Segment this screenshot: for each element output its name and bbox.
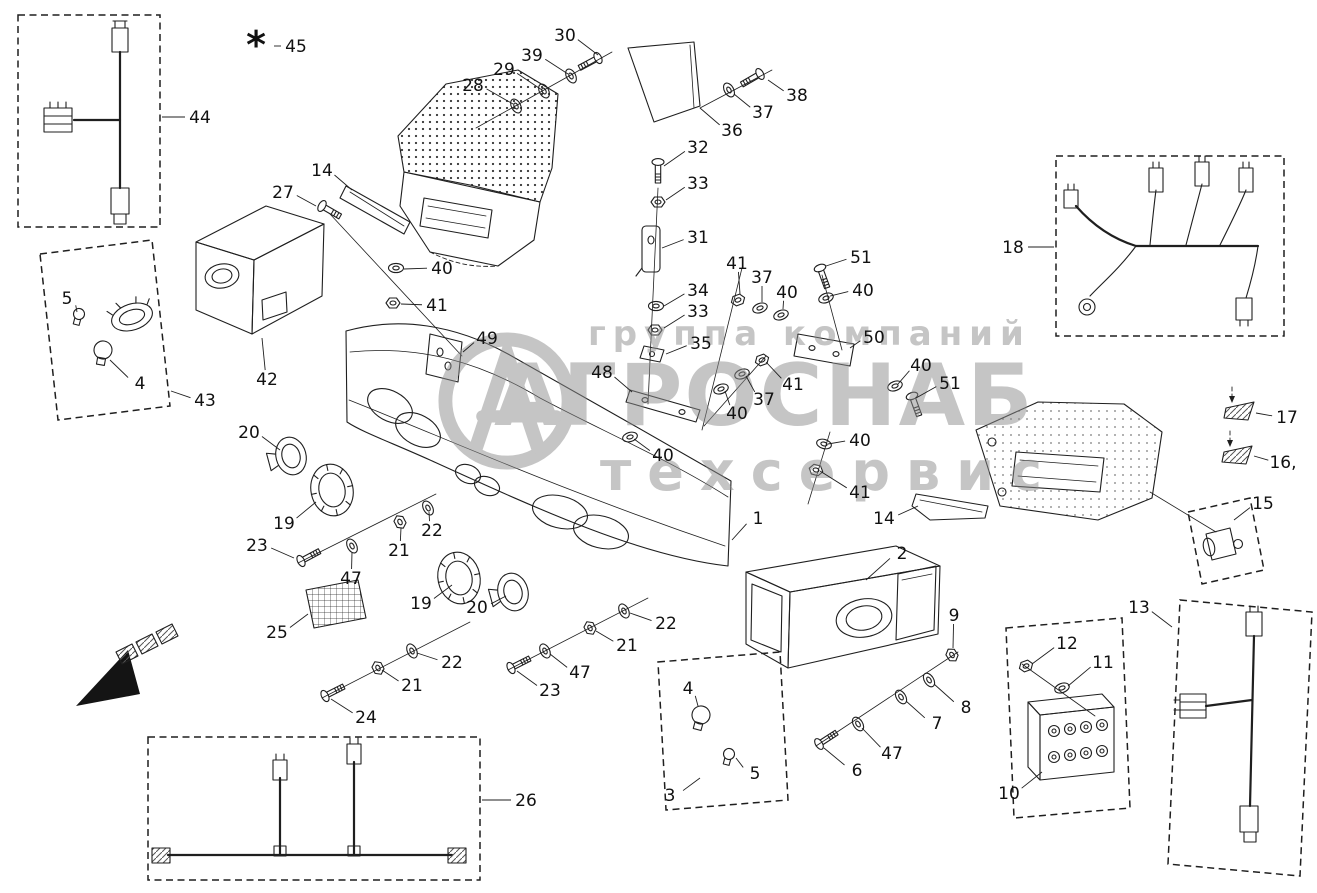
box-10: [1005, 617, 1131, 819]
part-14-bracket-left: [315, 185, 463, 357]
part-2-housing: [745, 545, 941, 669]
box-15: [1187, 497, 1265, 585]
box-26: [147, 736, 481, 881]
part-10-relay-block: [1017, 658, 1115, 781]
hood-panel-top: [397, 69, 559, 267]
fastener-chain-c: [504, 597, 649, 676]
fasteners-upper-right: [621, 262, 926, 505]
part-35-clip: [639, 345, 665, 363]
part-42-housing: [195, 205, 325, 335]
part-48-bracket: [625, 389, 701, 423]
part-44-cable: [43, 20, 130, 225]
part-43-lamp-bulbs: [70, 296, 153, 367]
box-44: [17, 14, 161, 228]
part-50-bracket: [793, 333, 855, 367]
fastener-chain-a: [294, 493, 437, 569]
part-18-harness: [1063, 155, 1260, 327]
part-16-wedge: [1221, 427, 1253, 465]
part-31-bracket: [641, 225, 661, 273]
fastener-chain-b: [318, 621, 471, 704]
asterisk-mark: *: [246, 23, 266, 67]
part-15-bulb: [1202, 527, 1244, 561]
part-14-bracket-right: [911, 493, 989, 521]
fasteners-31-35: [635, 158, 666, 405]
part-17-wedge: [1223, 383, 1255, 421]
box-3: [657, 651, 789, 811]
box-43: [39, 239, 171, 421]
part-26-harness: [151, 737, 467, 864]
part-25-reflector: [305, 579, 367, 629]
fog-lamps-left: [263, 433, 533, 617]
part-13-cable: [1173, 605, 1263, 843]
fastener-chain-d: [812, 645, 961, 752]
box-13: [1167, 599, 1313, 877]
hood-panel-right: [975, 401, 1217, 533]
direction-arrow-icon: [76, 623, 179, 706]
fasteners-28-30: [475, 50, 613, 129]
part-1-bumper: [345, 323, 732, 567]
part-3-bulbs: [687, 703, 737, 767]
box-18: [1055, 155, 1285, 337]
dashed-boxes: [17, 14, 1313, 881]
part-36-plate: [627, 41, 773, 123]
